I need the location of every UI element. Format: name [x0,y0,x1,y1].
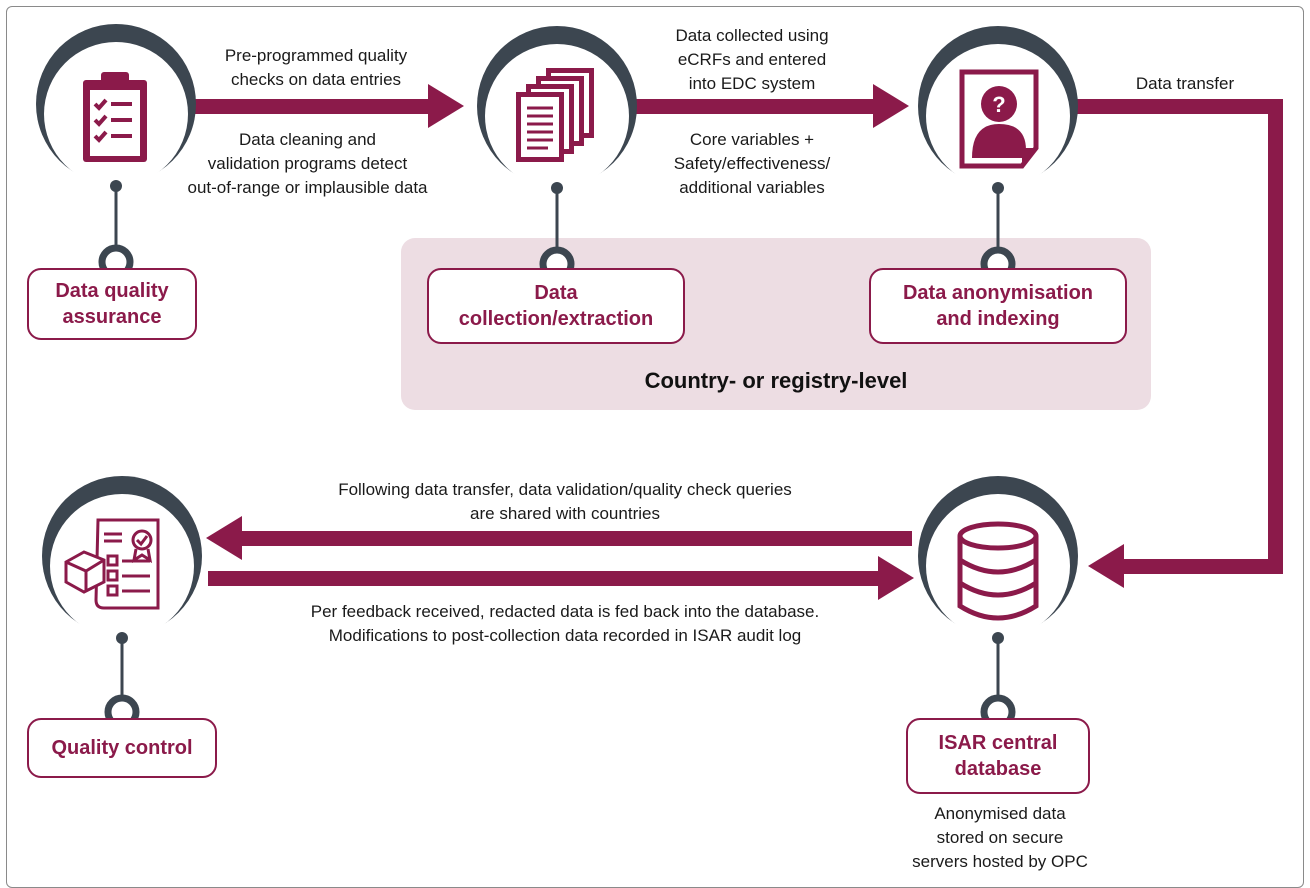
note-line: checks on data entries [230,70,402,89]
note-line: Data transfer [1135,74,1235,93]
arrow-dqa-to-dce [190,84,464,128]
arrow-dce-to-dai [625,84,909,128]
note-line: Safety/effectiveness/ [673,154,831,173]
note-core-variables: Core variables + Safety/effectiveness/ a… [622,128,882,200]
note-line: into EDC system [688,74,816,93]
documents-stack-icon [516,68,594,162]
arrow-feedback-to-isar [208,556,914,600]
svg-text:?: ? [992,92,1005,117]
note-line: eCRFs and entered [677,50,827,69]
note-line: Core variables + [689,130,815,149]
note-line: Per feedback received, redacted data is … [310,602,820,621]
dce-label-line2: collection/extraction [458,308,654,330]
note-data-cleaning: Data cleaning and validation programs de… [155,128,460,200]
dce-label-line1: Data [534,282,578,304]
qc-label-line1: Quality control [51,737,193,759]
note-ecrf: Data collected using eCRFs and entered i… [622,24,882,96]
data-collection-label: Data collection/extraction [427,268,685,344]
certificate-checklist-icon [64,518,160,610]
note-data-transfer: Data transfer [1100,72,1270,96]
note-anonymised-storage: Anonymised data stored on secure servers… [890,802,1110,874]
note-line: validation programs detect [207,154,408,173]
note-following-transfer: Following data transfer, data validation… [260,478,870,526]
isar-label-line2: database [954,758,1042,780]
note-line: additional variables [679,178,825,197]
note-line: Modifications to post-collection data re… [328,626,802,645]
note-line: Following data transfer, data validation… [338,480,792,499]
note-line: Pre-programmed quality [224,46,408,65]
region-label: Country- or registry-level [644,368,908,393]
note-line: stored on secure [936,828,1064,847]
note-pre-programmed: Pre-programmed quality checks on data en… [186,44,446,92]
isar-label-line1: ISAR central [938,732,1058,754]
note-line: Data collected using [675,26,829,45]
note-line: Anonymised data [934,804,1066,823]
note-feedback: Per feedback received, redacted data is … [240,600,890,648]
dai-label-line2: and indexing [936,308,1060,330]
note-line: out-of-range or implausible data [187,178,428,197]
isar-central-database-label: ISAR central database [906,718,1090,794]
clipboard-checklist-icon [83,72,147,162]
quality-control-label: Quality control [27,718,217,778]
dqa-label-line2: assurance [62,306,162,328]
node-connectors [114,186,1000,700]
note-line: Data cleaning and [238,130,377,149]
dqa-label-line1: Data quality [55,280,169,302]
arrow-queries-to-qc [206,516,912,560]
note-line: are shared with countries [470,504,660,523]
arrow-data-transfer [1075,99,1283,588]
database-icon [957,521,1039,621]
data-anonymisation-label: Data anonymisation and indexing [869,268,1127,344]
dai-label-line1: Data anonymisation [902,282,1094,304]
data-quality-assurance-label: Data quality assurance [27,268,197,340]
anonymous-profile-icon: ? [959,69,1039,169]
note-line: servers hosted by OPC [912,852,1088,871]
